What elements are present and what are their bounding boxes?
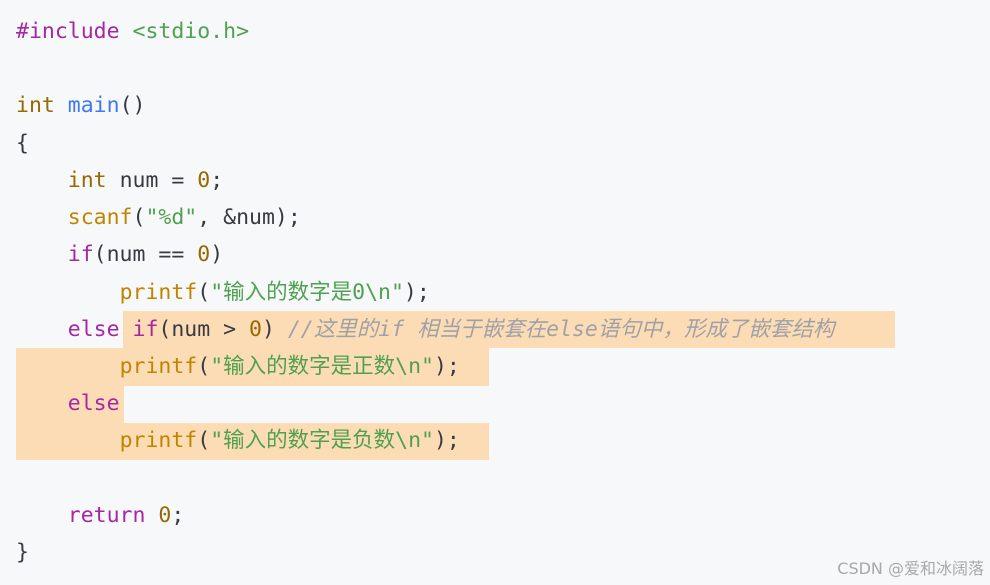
code-token: int [16, 93, 55, 118]
code-token: ); [433, 354, 460, 379]
code-token: printf [119, 354, 198, 379]
code-token: printf [119, 280, 198, 305]
code-token [120, 19, 133, 44]
code-token: //这里的if 相当于嵌套在else语句中，形成了嵌套结构 [287, 317, 835, 342]
code-token: 0 [249, 317, 262, 342]
code-line: } [16, 535, 29, 571]
selection-highlight [16, 386, 124, 423]
code-token: if [67, 242, 94, 267]
code-token [16, 205, 68, 230]
code-line: printf("输入的数字是负数\n"); [16, 423, 460, 459]
code-token [16, 428, 120, 453]
code-token [16, 280, 120, 305]
code-line: #include <stdio.h> [16, 14, 249, 50]
code-line: return 0; [16, 498, 185, 534]
code-token: (num > [158, 317, 250, 342]
code-token [16, 503, 68, 528]
code-token: <stdio.h> [132, 19, 250, 44]
code-line: else if(num > 0) //这里的if 相当于嵌套在else语句中，形… [16, 312, 835, 348]
code-token: 0 [197, 168, 211, 193]
code-token: , &num); [197, 205, 301, 230]
code-token: ( [132, 205, 146, 230]
code-line: { [16, 126, 29, 162]
code-line: else [16, 386, 120, 422]
code-token: () [119, 93, 146, 118]
code-token: scanf [67, 205, 133, 230]
code-token [16, 354, 120, 379]
code-token: else [67, 391, 120, 416]
code-token: if [132, 317, 159, 342]
code-line: printf("输入的数字是正数\n"); [16, 349, 460, 385]
selection-highlight [16, 423, 489, 460]
code-token: "输入的数字是正数\n" [210, 354, 434, 379]
code-token: main [67, 93, 120, 118]
code-token: ( [197, 280, 211, 305]
code-token: ( [197, 428, 211, 453]
code-token: #include [16, 19, 120, 44]
code-token: num = [106, 168, 198, 193]
watermark: CSDN @爱和冰阔落 [837, 559, 984, 578]
code-token: ); [433, 428, 460, 453]
code-token [55, 93, 68, 118]
code-token: "%d" [145, 205, 198, 230]
selection-highlight [16, 348, 489, 386]
code-token: "输入的数字是负数\n" [210, 428, 434, 453]
code-token [120, 317, 133, 342]
code-token: { [16, 131, 29, 156]
code-token: ; [210, 168, 224, 193]
code-token: return [67, 503, 146, 528]
code-token: ; [171, 503, 185, 528]
code-line: int main() [16, 88, 145, 124]
code-token: ( [197, 354, 211, 379]
code-token [145, 503, 158, 528]
code-token: ) [210, 242, 224, 267]
code-token: (num == [93, 242, 198, 267]
code-token: 0 [158, 503, 172, 528]
code-token [16, 391, 68, 416]
code-token [16, 317, 68, 342]
code-token: else [67, 317, 120, 342]
code-line: scanf("%d", &num); [16, 200, 301, 236]
code-token: 0 [197, 242, 211, 267]
code-token: } [16, 540, 29, 565]
code-token: ); [403, 280, 430, 305]
code-line: if(num == 0) [16, 237, 223, 273]
code-token [16, 168, 68, 193]
selection-highlight [123, 311, 895, 348]
code-token [16, 242, 68, 267]
code-token: ) [261, 317, 288, 342]
code-token: int [67, 168, 107, 193]
code-token: printf [119, 428, 198, 453]
code-token: "输入的数字是0\n" [210, 280, 404, 305]
code-line: printf("输入的数字是0\n"); [16, 275, 430, 311]
code-line: int num = 0; [16, 163, 223, 199]
